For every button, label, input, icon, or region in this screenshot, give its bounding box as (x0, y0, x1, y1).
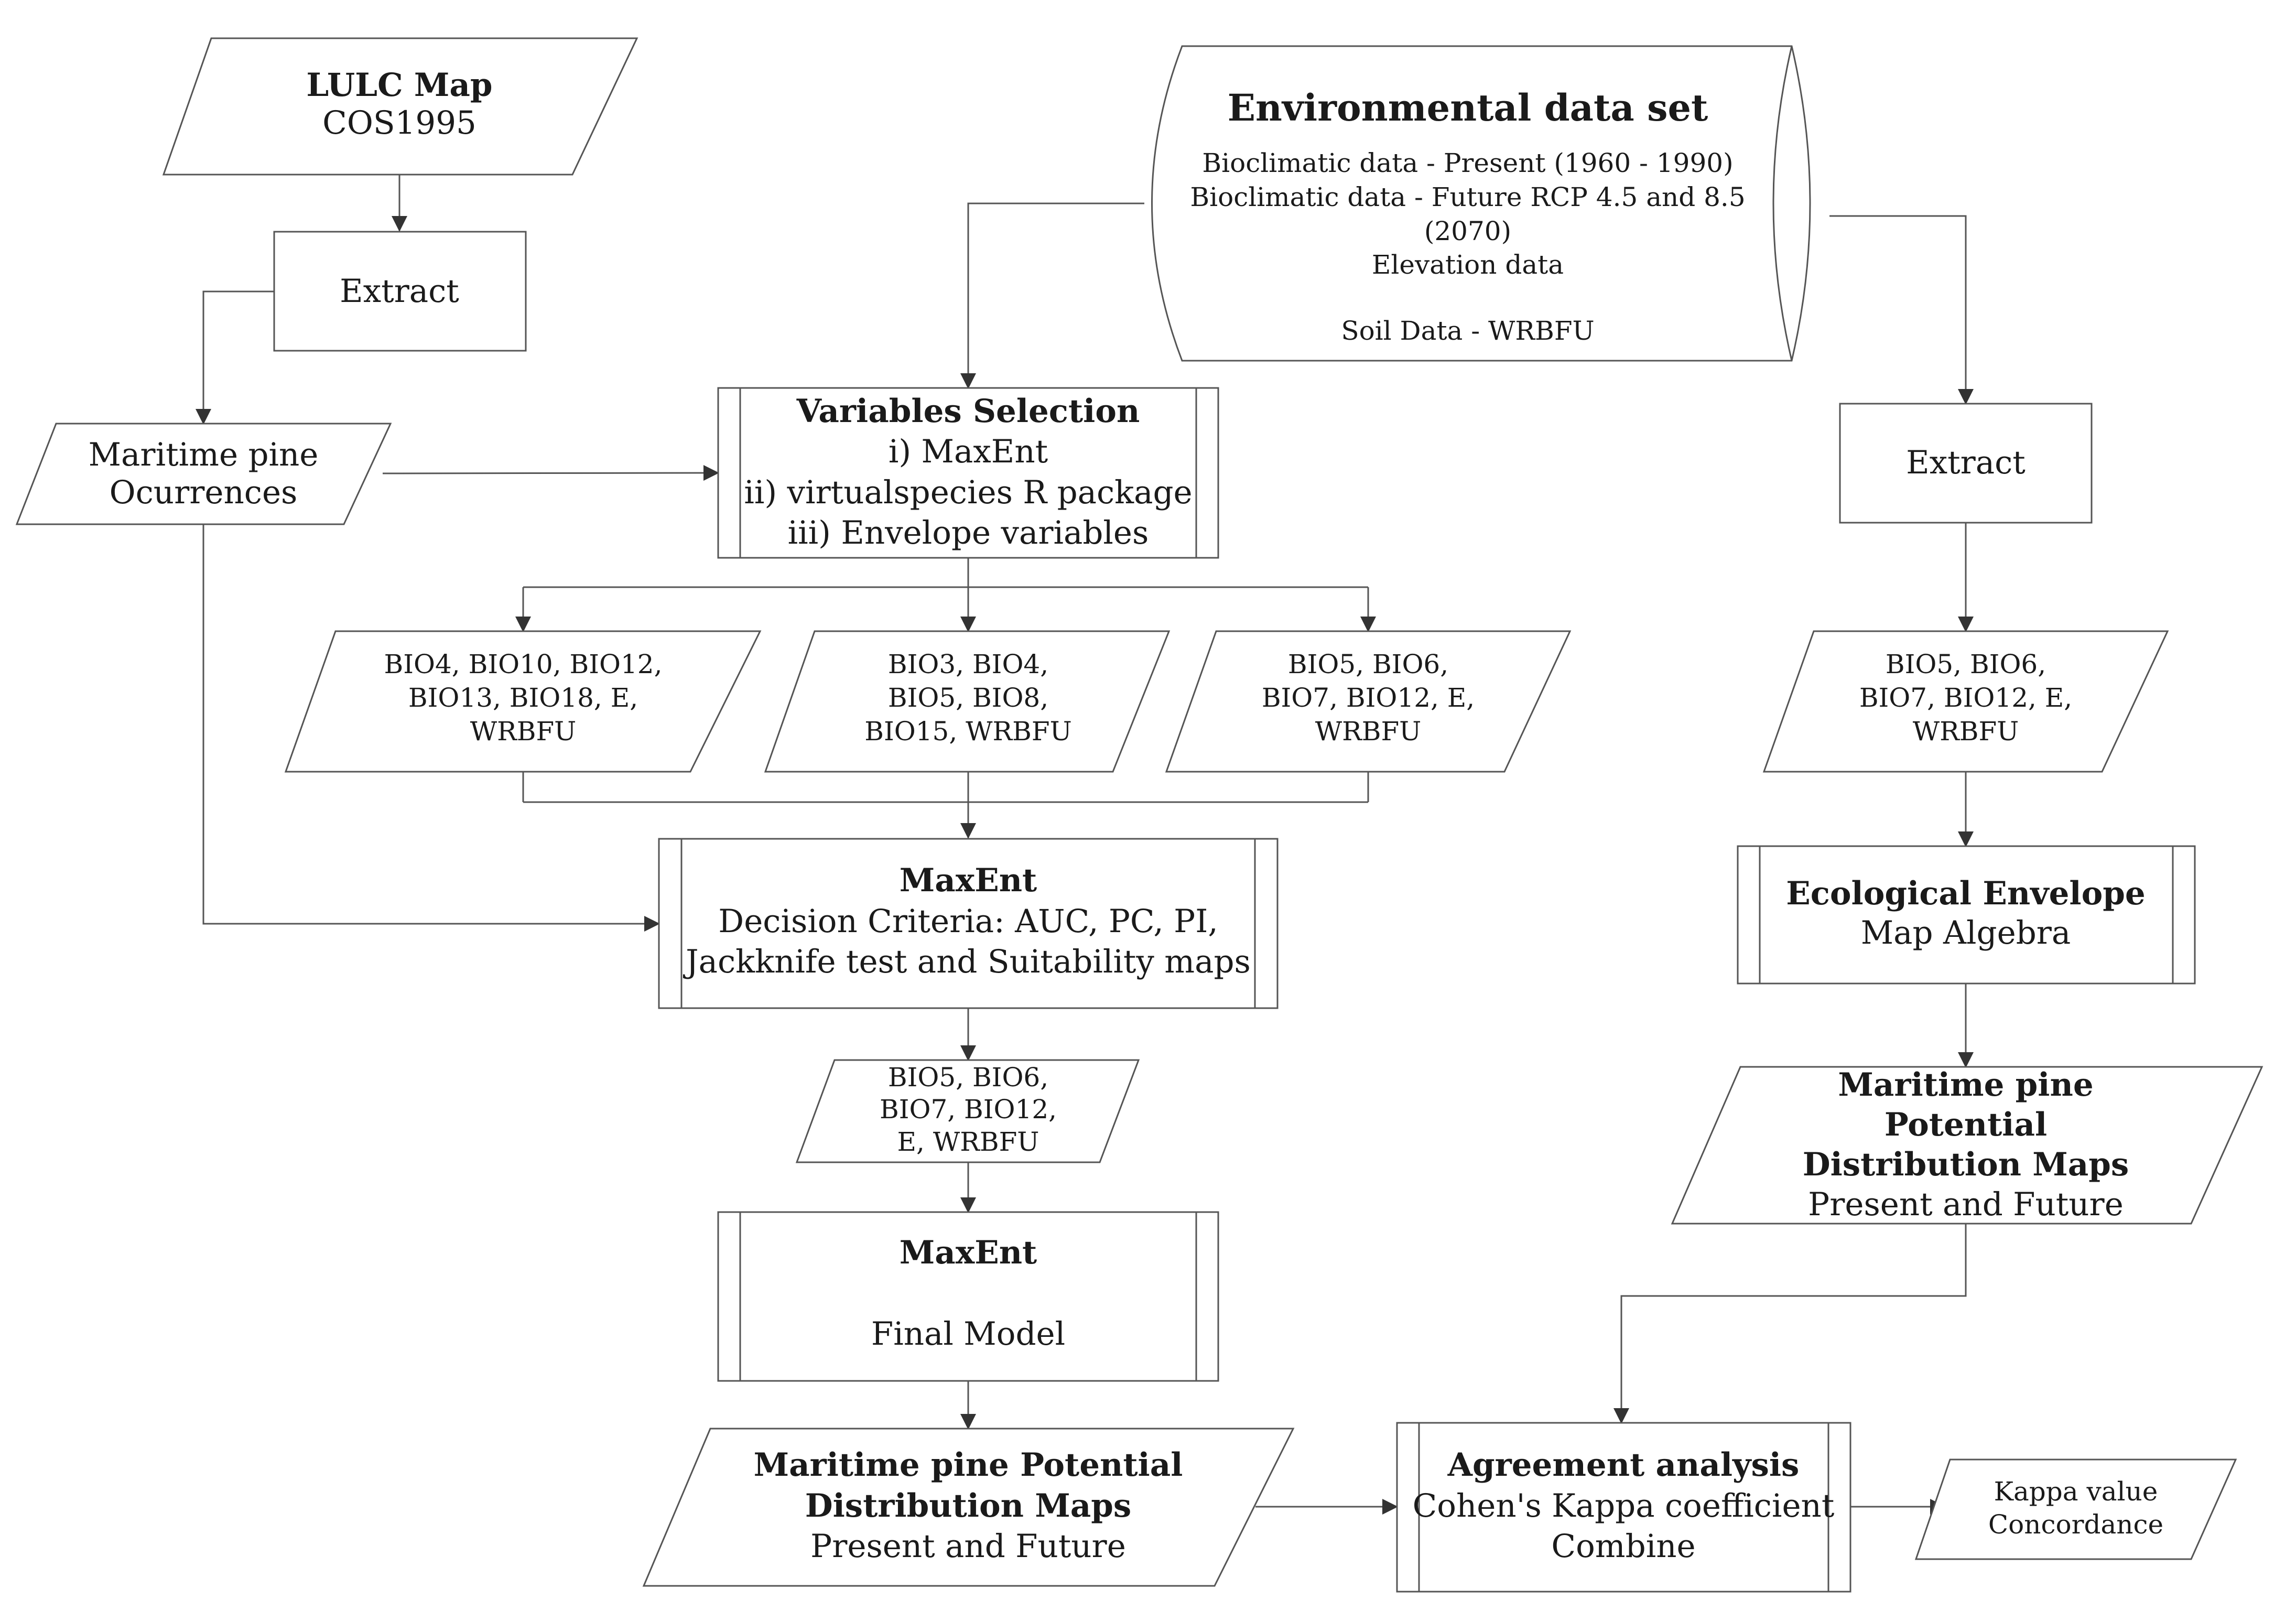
envelope-maps-title-line1: Maritime pine (1838, 1066, 2093, 1104)
arrow-occurrences-to-maxent (202, 524, 660, 932)
occurrences-line2: Ocurrences (110, 474, 298, 511)
lulc-map-subtitle: COS1995 (322, 104, 476, 142)
node-variable-set-c: BIO5, BIO6, BIO7, BIO12, E, WRBFU (1165, 630, 1572, 773)
node-ecological-envelope: Ecological Envelope Map Algebra (1737, 845, 2196, 985)
set-b-shape (764, 630, 1171, 773)
node-variable-set-a: BIO4, BIO10, BIO12, BIO13, BIO18, E, WRB… (284, 630, 762, 773)
set-a-line-3: WRBFU (470, 716, 577, 747)
node-maxent-maps: Maritime pine Potential Distribution Map… (642, 1428, 1295, 1587)
node-agreement-analysis: Agreement analysis Cohen's Kappa coeffic… (1396, 1422, 1851, 1593)
maxent-criteria-line-2: Jackknife test and Suitability maps (683, 943, 1251, 980)
lulc-map-title: LULC Map (306, 67, 492, 104)
envelope-maps-shape (1671, 1066, 2263, 1225)
selected-set-shape (795, 1059, 1140, 1163)
set-a-line-1: BIO4, BIO10, BIO12, (384, 649, 663, 679)
env-data-line-2: Bioclimatic data - Future RCP 4.5 and 8.… (1190, 182, 1745, 212)
node-kappa-output: Kappa value Concordance (1914, 1458, 2237, 1560)
connectors (196, 175, 1974, 1515)
set-a-shape (284, 630, 762, 773)
arrow-env-to-selection (960, 202, 1144, 389)
maxent-criteria-title: MaxEnt (900, 862, 1037, 899)
agreement-title: Agreement analysis (1447, 1446, 1800, 1484)
envelope-set-line-2: BIO7, BIO12, E, (1859, 683, 2072, 713)
occurrences-line1: Maritime pine (89, 436, 319, 473)
node-variables-selection: Variables Selection i) MaxEnt ii) virtua… (717, 387, 1219, 559)
variables-selection-item-3: iii) Envelope variables (788, 514, 1149, 552)
extract-right-label: Extract (1906, 444, 2026, 481)
node-maxent-final: MaxEnt Final Model (717, 1211, 1219, 1382)
node-selected-variables: BIO5, BIO6, BIO7, BIO12, E, WRBFU (795, 1059, 1140, 1163)
arrow-env-to-extract-right (1829, 215, 1974, 405)
agreement-line-1: Cohen's Kappa coefficient (1413, 1487, 1835, 1525)
maxent-maps-subtitle: Present and Future (810, 1528, 1126, 1565)
maxent-final-subtitle: Final Model (871, 1315, 1065, 1353)
lulc-map-shape (162, 37, 638, 176)
set-b-line-1: BIO3, BIO4, (888, 649, 1048, 679)
kappa-line-2: Concordance (1988, 1509, 2163, 1540)
kappa-shape (1914, 1458, 2237, 1560)
maxent-final-shape (717, 1211, 1219, 1382)
ecological-envelope-title: Ecological Envelope (1786, 875, 2146, 912)
node-occurrences: Maritime pine Ocurrences (15, 423, 392, 525)
maxent-final-title: MaxEnt (900, 1234, 1037, 1271)
variables-selection-item-2: ii) virtualspecies R package (744, 474, 1192, 511)
env-data-line-4: Elevation data (1372, 250, 1564, 280)
envelope-set-line-3: WRBFU (1913, 716, 2019, 747)
extract-left-label: Extract (340, 273, 459, 310)
selected-set-line-3: E, WRBFU (897, 1127, 1039, 1157)
maxent-maps-title-line2: Distribution Maps (805, 1487, 1132, 1525)
agreement-line-2: Combine (1551, 1528, 1695, 1565)
extract-left-shape (273, 231, 527, 352)
variables-selection-shape (717, 387, 1219, 559)
kappa-line-1: Kappa value (1994, 1476, 2158, 1507)
env-data-line-3: (2070) (1424, 216, 1511, 246)
env-data-shape (1151, 45, 1811, 362)
node-environmental-data: Environmental data set Bioclimatic data … (1151, 45, 1811, 362)
node-extract-left: Extract (273, 231, 527, 352)
set-c-line-1: BIO5, BIO6, (1288, 649, 1448, 679)
selected-set-line-1: BIO5, BIO6, (888, 1062, 1048, 1093)
envelope-maps-title-line2: Potential (1885, 1106, 2047, 1143)
node-envelope-maps: Maritime pine Potential Distribution Map… (1671, 1066, 2263, 1225)
env-data-cylinder-end (1772, 46, 1793, 361)
set-c-line-3: WRBFU (1315, 716, 1422, 747)
arrow-envelope-maps-to-agreement (1613, 1224, 1967, 1424)
variables-selection-title: Variables Selection (796, 393, 1140, 430)
node-envelope-variables: BIO5, BIO6, BIO7, BIO12, E, WRBFU (1762, 630, 2169, 773)
env-data-line-1: Bioclimatic data - Present (1960 - 1990) (1202, 148, 1733, 178)
node-extract-right: Extract (1839, 403, 2093, 524)
set-b-line-3: BIO15, WRBFU (864, 716, 1072, 747)
envelope-maps-title-line3: Distribution Maps (1803, 1146, 2129, 1183)
agreement-shape (1396, 1422, 1851, 1593)
maxent-maps-title-line1: Maritime pine Potential (754, 1446, 1183, 1484)
set-c-line-2: BIO7, BIO12, E, (1262, 683, 1475, 713)
ecological-envelope-shape (1737, 845, 2196, 985)
env-data-title: Environmental data set (1228, 86, 1708, 129)
envelope-set-shape (1762, 630, 2169, 773)
node-maxent-criteria: MaxEnt Decision Criteria: AUC, PC, PI, J… (658, 838, 1279, 1009)
occurrences-shape (15, 423, 392, 525)
set-a-line-2: BIO13, BIO18, E, (408, 683, 638, 713)
ecological-envelope-subtitle: Map Algebra (1861, 914, 2071, 952)
env-data-line-6: Soil Data - WRBFU (1341, 316, 1594, 346)
node-variable-set-b: BIO3, BIO4, BIO5, BIO8, BIO15, WRBFU (764, 630, 1171, 773)
envelope-maps-subtitle: Present and Future (1808, 1186, 2124, 1223)
node-lulc-map: LULC Map COS1995 (162, 37, 638, 176)
maxent-criteria-line-1: Decision Criteria: AUC, PC, PI, (718, 903, 1218, 940)
envelope-set-line-1: BIO5, BIO6, (1886, 649, 2046, 679)
set-b-line-2: BIO5, BIO8, (888, 683, 1048, 713)
set-c-shape (1165, 630, 1572, 773)
variables-selection-item-1: i) MaxEnt (889, 433, 1048, 470)
maxent-maps-shape (642, 1428, 1295, 1587)
maxent-criteria-shape (658, 838, 1279, 1009)
arrow-extract-to-occurrences (196, 290, 274, 425)
selected-set-line-2: BIO7, BIO12, (880, 1094, 1057, 1125)
extract-right-shape (1839, 403, 2093, 524)
